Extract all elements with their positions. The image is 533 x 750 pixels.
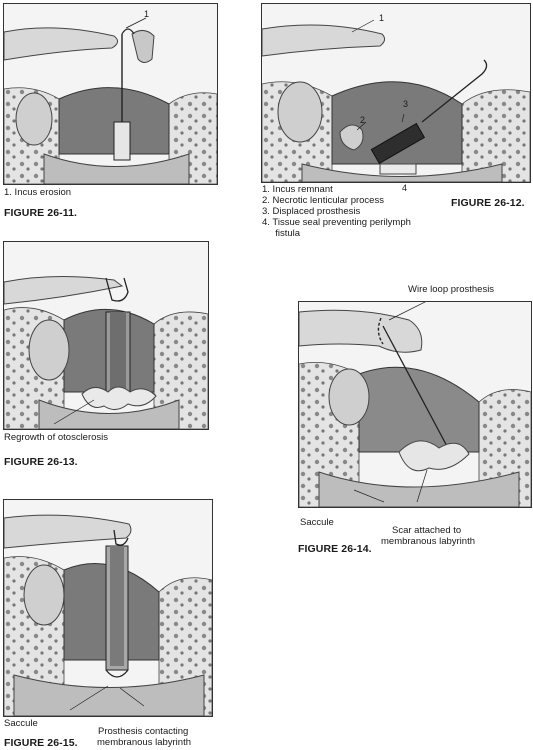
figure-26-12-callout-1: 1 bbox=[379, 13, 385, 23]
legend-item: 3. Displaced prosthesis bbox=[262, 206, 361, 217]
legend-item: 1. Incus erosion bbox=[4, 187, 72, 198]
figure-26-14-label-scar-2: membranous labyrinth bbox=[381, 536, 475, 547]
figure-26-13-illustration bbox=[3, 241, 209, 430]
figure-26-11-illustration bbox=[3, 3, 218, 185]
figure-26-13-caption: FIGURE 26-13. bbox=[4, 456, 78, 468]
figure-26-12-callout-4: 4 bbox=[402, 183, 408, 193]
figure-26-14-label-scar-1: Scar attached to bbox=[392, 525, 462, 536]
figure-26-15-illustration bbox=[3, 499, 213, 717]
figure-26-15-label-prosthesis-1: Prosthesis contacting bbox=[98, 726, 189, 737]
legend-item: fistula bbox=[262, 228, 301, 239]
figure-26-14-label-wire-loop: Wire loop prosthesis bbox=[408, 284, 495, 295]
figure-26-11-caption: FIGURE 26-11. bbox=[4, 207, 78, 219]
figure-26-12-callout-2: 2 bbox=[360, 115, 366, 125]
figure-26-12-legend: 1. Incus remnant 2. Necrotic lenticular … bbox=[262, 184, 411, 239]
figure-26-13-label-regrowth: Regrowth of otosclerosis bbox=[4, 432, 109, 443]
legend-item: 1. Incus remnant bbox=[262, 184, 333, 195]
figure-26-15-label-prosthesis-2: membranous labyrinth bbox=[97, 737, 191, 748]
figure-26-11-callout-1: 1 bbox=[144, 9, 150, 19]
figure-26-14-illustration bbox=[298, 301, 532, 508]
figure-26-11-legend: 1. Incus erosion bbox=[4, 187, 71, 198]
figure-26-14-caption: FIGURE 26-14. bbox=[298, 543, 372, 555]
legend-item: 4. Tissue seal preventing perilymph bbox=[262, 217, 411, 228]
legend-item: 2. Necrotic lenticular process bbox=[262, 195, 384, 206]
figure-26-12-callout-3: 3 bbox=[403, 99, 409, 109]
figure-26-14-label-saccule: Saccule bbox=[300, 517, 334, 528]
figure-26-15-caption: FIGURE 26-15. bbox=[4, 737, 78, 749]
figure-26-12-illustration bbox=[261, 3, 531, 183]
figure-26-15-label-saccule: Saccule bbox=[4, 718, 38, 729]
figure-26-12-caption: FIGURE 26-12. bbox=[451, 197, 525, 209]
